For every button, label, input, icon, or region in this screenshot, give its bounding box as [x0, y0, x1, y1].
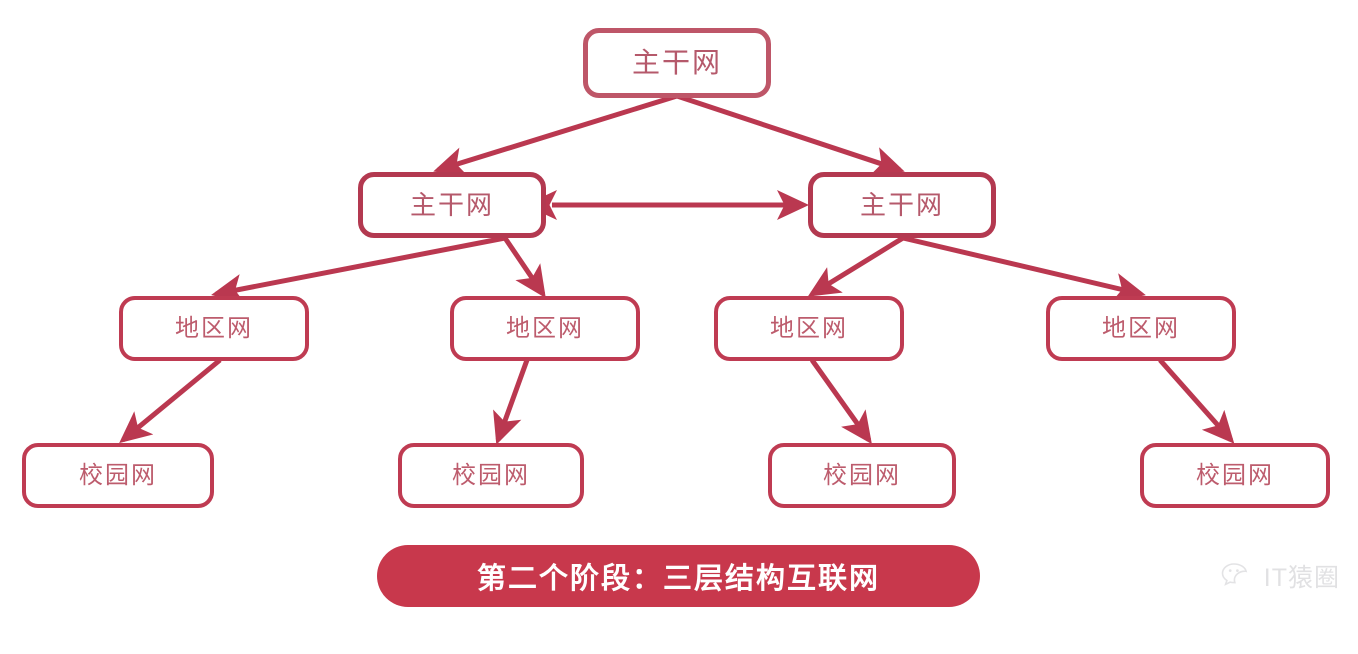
node-backbone-left[interactable]: 主干网 — [358, 172, 546, 238]
node-region-2[interactable]: 地区网 — [450, 296, 640, 361]
wechat-icon — [1221, 561, 1255, 591]
node-label: 地区网 — [770, 314, 848, 342]
node-label: 地区网 — [1102, 314, 1180, 342]
node-region-3[interactable]: 地区网 — [714, 296, 904, 361]
connector-backbone-right-to-region-3 — [807, 235, 905, 297]
connector-region-1-to-campus-1 — [119, 358, 222, 444]
connector-backbone-left-to-region-1 — [211, 235, 506, 304]
caption-banner: 第二个阶段：三层结构互联网 — [377, 545, 980, 607]
node-campus-2[interactable]: 校园网 — [398, 443, 584, 508]
node-campus-3[interactable]: 校园网 — [768, 443, 956, 508]
watermark: IT猿圈 — [1221, 558, 1340, 594]
node-backbone-right[interactable]: 主干网 — [808, 172, 996, 238]
connector-backbone-left-to-region-2 — [502, 236, 546, 299]
node-label: 地区网 — [506, 314, 584, 342]
node-label: 校园网 — [1196, 461, 1274, 489]
node-label: 主干网 — [631, 47, 722, 78]
node-region-4[interactable]: 地区网 — [1046, 296, 1236, 361]
connector-region-2-to-campus-2 — [493, 359, 530, 445]
connector-root-to-backbone-right — [676, 93, 905, 176]
connector-backbone-right-to-region-4 — [902, 235, 1146, 303]
node-label: 校园网 — [452, 461, 530, 489]
caption-text: 第二个阶段：三层结构互联网 — [476, 563, 880, 595]
node-label: 主干网 — [859, 190, 944, 220]
node-region-1[interactable]: 地区网 — [119, 296, 309, 361]
node-label: 地区网 — [175, 314, 253, 342]
node-label: 主干网 — [409, 190, 494, 220]
connector-root-to-backbone-left — [433, 93, 678, 177]
node-campus-4[interactable]: 校园网 — [1140, 443, 1330, 508]
node-backbone-root[interactable]: 主干网 — [583, 28, 771, 98]
connector-region-3-to-campus-3 — [809, 358, 872, 445]
node-campus-1[interactable]: 校园网 — [22, 443, 214, 508]
node-label: 校园网 — [823, 461, 901, 489]
node-label: 校园网 — [79, 461, 157, 489]
connector-region-4-to-campus-4 — [1158, 358, 1235, 444]
watermark-text: IT猿圈 — [1263, 564, 1340, 592]
